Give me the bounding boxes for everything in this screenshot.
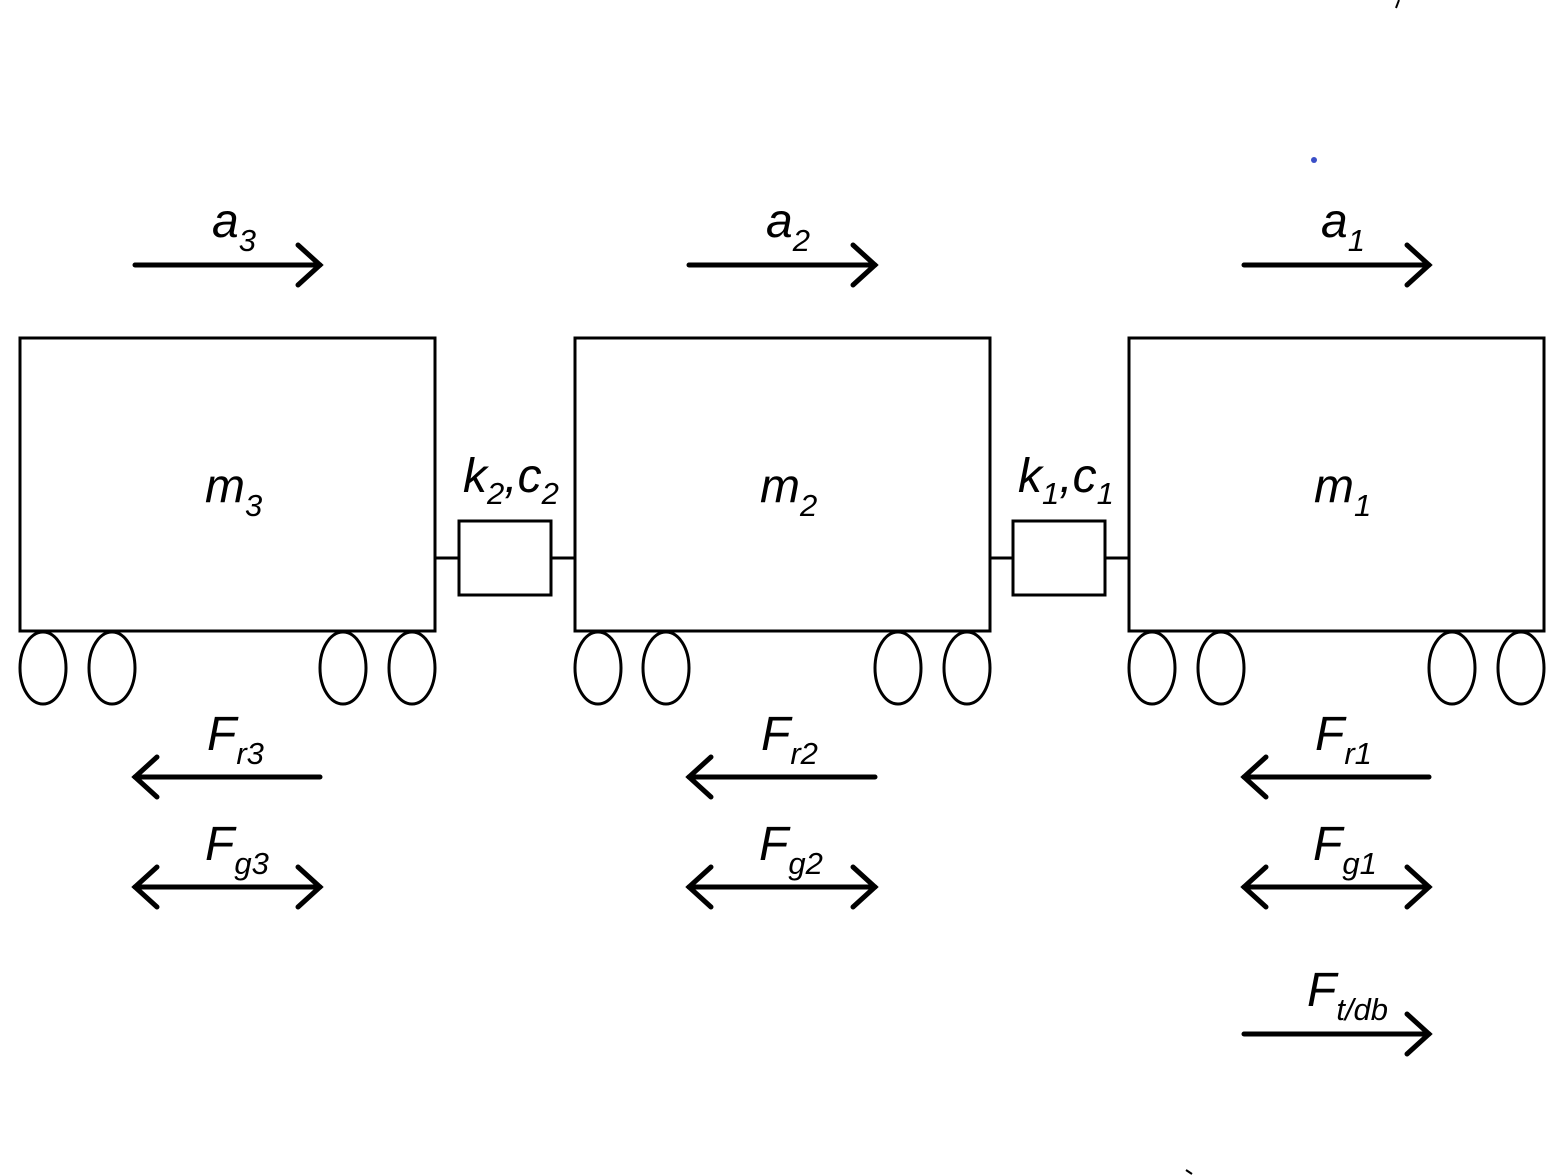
wheel-icon [1196,630,1246,706]
wheel-icon [87,630,137,706]
spring-damper-icon [1011,519,1107,597]
stray-mark-bottom [1185,1169,1193,1175]
car-1-wheels [1127,630,1546,706]
spring-damper-icon [457,519,553,597]
traction-force-arrow [1241,1011,1433,1057]
car-2-resistance-arrow [685,754,878,800]
car-3-gravity-arrow [131,864,324,910]
car-1-mass-label: m1 [1314,460,1371,523]
car-1-resistance-label: Fr1 [1315,708,1372,771]
car-2-resistance-label: Fr2 [761,708,818,771]
car-1-resistance-arrow [1240,754,1432,800]
car-3-gravity-label: Fg3 [205,818,269,881]
car-2-accel-arrow [686,242,879,288]
wheel-icon [1127,630,1177,706]
car-2: m2 a2 Fr2 Fg2 [573,195,992,910]
coupler-1-label: k1,c1 [1018,450,1114,511]
car-2-accel-label: a2 [766,195,810,258]
coupler-1: k1,c1 [990,450,1129,597]
car-1-gravity-label: Fg1 [1313,818,1377,881]
car-2-body [573,336,992,633]
car-3: m3 a3 Fr3 Fg3 [18,195,437,910]
coupler-2: k2,c2 [435,450,575,597]
car-3-accel-arrow [132,242,324,288]
car-3-mass-label: m3 [205,460,262,523]
wheel-icon [318,630,368,706]
car-3-body [18,336,437,633]
car-2-gravity-label: Fg2 [759,818,823,881]
wheel-icon [873,630,923,706]
car-1-accel-label: a1 [1321,195,1365,258]
car-2-wheels [573,630,992,706]
car-2-mass-label: m2 [760,460,817,523]
coupler-2-label: k2,c2 [463,450,559,511]
car-1-body [1127,336,1546,633]
wheel-icon [387,630,437,706]
wheel-icon [573,630,623,706]
wheel-icon [942,630,992,706]
car-3-resistance-arrow [131,754,323,800]
stray-mark-top [1395,0,1400,9]
traction-force-label: Ft/db [1307,964,1388,1027]
stray-dot [1311,157,1317,163]
wheel-icon [641,630,691,706]
car-2-gravity-arrow [685,864,879,910]
wheel-icon [1427,630,1477,706]
wheel-icon [1496,630,1546,706]
car-3-wheels [18,630,437,706]
wheel-icon [18,630,68,706]
car-1: m1 a1 Fr1 Fg1 Ft/db [1127,195,1546,1057]
car-1-accel-arrow [1241,242,1433,288]
car-3-accel-label: a3 [212,195,256,258]
car-3-resistance-label: Fr3 [207,708,264,771]
car-1-gravity-arrow [1240,864,1433,910]
